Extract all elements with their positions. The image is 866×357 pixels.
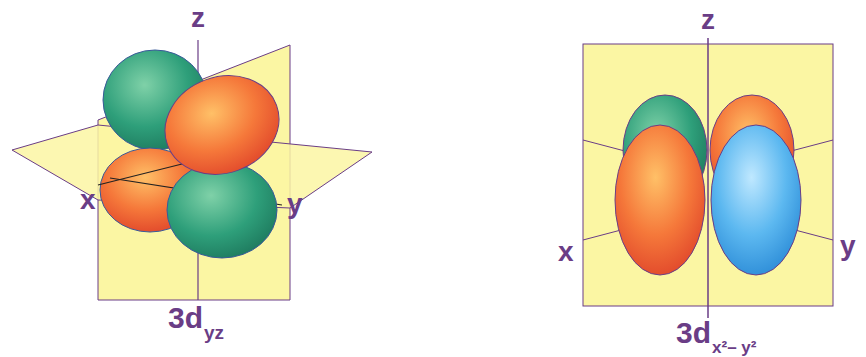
blue-lobe (711, 125, 801, 275)
dx2y2-figure (583, 38, 833, 318)
orbital-name: 3d (168, 303, 203, 333)
orange-lobe (615, 125, 705, 275)
orbital-subscript: yz (204, 323, 224, 342)
axis-label: x (558, 238, 574, 266)
axis-label: x (80, 186, 96, 214)
dyz-figure (12, 40, 372, 300)
z-axis (707, 38, 709, 318)
axis-label: z (191, 4, 205, 32)
orbital-subscript: x²– y² (712, 339, 756, 356)
axis-label: y (287, 190, 303, 218)
axis-label: y (840, 232, 856, 260)
orbital-name: 3d (676, 318, 711, 348)
green-lobe (167, 162, 277, 258)
axis-label: z (701, 6, 715, 34)
orange-lobe (151, 60, 293, 190)
